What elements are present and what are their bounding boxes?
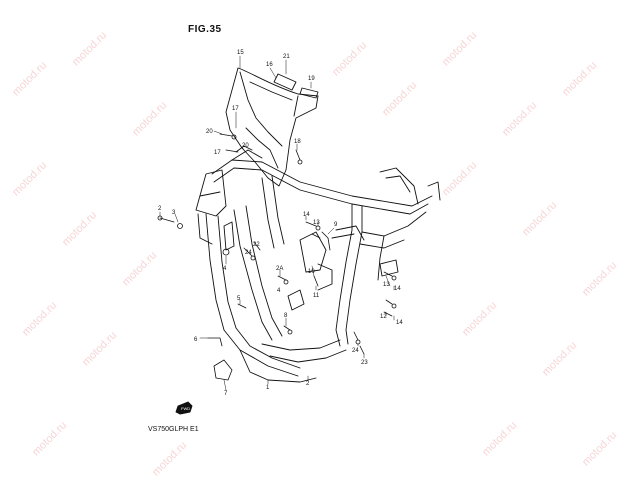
frame-drawing: FWD 15 16 21 19 17 17 20 20 18 2 3 4 24 … [157,50,441,415]
part-number-21: 21 [283,54,290,60]
front-arrow-icon: FWD [175,401,193,415]
part-number-22: 22 [253,242,260,248]
part-number-1: 1 [266,385,270,391]
part-number-14-upper: 14 [303,212,310,218]
part-number-18: 18 [294,139,301,145]
model-code: VS750GLPH E1 [148,426,199,433]
part-number-6: 6 [194,337,198,343]
svg-text:FWD: FWD [181,406,190,411]
part-number-17b: 17 [214,150,221,156]
part-number-2-lower: 2 [306,381,310,387]
part-number-13-lower: 13 [383,282,390,288]
figure-title: FIG.35 [188,24,222,35]
emblem [299,87,319,99]
part-number-4-lower: 4 [277,288,281,294]
part-number-4-upper: 4 [223,266,227,272]
part-number-5: 5 [237,296,241,302]
part-number-19: 19 [308,76,315,82]
part-number-15: 15 [237,50,244,56]
part-number-16: 16 [266,62,273,68]
side-cover [225,67,319,187]
part-number-24-upper: 24 [245,250,252,256]
part-number-9: 9 [334,222,338,228]
part-number-7: 7 [224,391,228,397]
main-frame [195,145,441,383]
leader-lines [159,55,395,391]
hardware [157,133,397,381]
part-number-2A: 2A [276,266,283,272]
part-number-14-middle: 14 [394,286,401,292]
part-number-2-left: 2 [158,206,162,212]
part-number-11: 11 [313,293,320,299]
part-number-14-lower: 14 [396,320,403,326]
part-number-23: 23 [361,360,368,366]
part-number-20a: 20 [206,129,213,135]
part-number-3: 3 [172,210,176,216]
part-number-10: 10 [308,269,315,275]
cover-plate [273,73,297,91]
part-number-8: 8 [284,313,288,319]
part-number-24-lower: 24 [352,348,359,354]
part-number-12: 12 [380,314,387,320]
part-number-13-upper: 13 [313,220,320,226]
part-number-20b: 20 [242,143,249,149]
part-number-17a: 17 [232,106,239,112]
